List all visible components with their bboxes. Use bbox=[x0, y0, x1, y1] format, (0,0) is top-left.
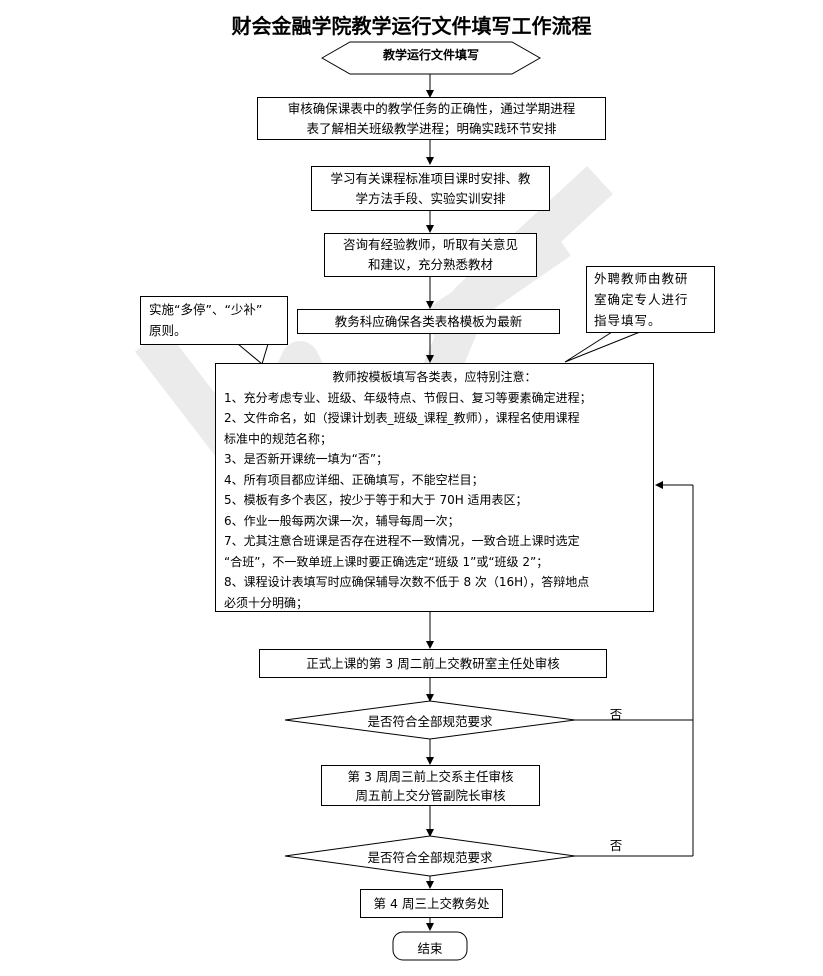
note-line: “合班”，不一致单班上课时要正确选定“班级 1”或“班级 2”； bbox=[224, 554, 549, 569]
callout-left-line2: 原则。 bbox=[149, 323, 187, 338]
note-line: 5、模板有多个表区，按少于等于和大于 70H 适用表区； bbox=[224, 493, 528, 507]
note-line: 3、是否新开课统一填为“否”； bbox=[224, 452, 389, 466]
note-line: 6、作业一般每两次课一次，辅导每周一次； bbox=[224, 513, 460, 528]
note-line: 必须十分明确； bbox=[224, 595, 309, 610]
decision-2-no-label: 否 bbox=[609, 838, 623, 853]
notes-heading: 教师按模板填写各类表，应特别注意： bbox=[332, 370, 537, 384]
decision-2-label: 是否符合全部规范要求 bbox=[367, 850, 493, 865]
callout-right-line2: 室确定专人进行 bbox=[594, 292, 689, 307]
note-line: 7、尤其注意合班课是否存在进程不一致情况，一致合班上课时选定 bbox=[224, 534, 580, 548]
note-line: 2、文件命名，如（授课计划表_班级_课程_教师），课程名使用课程 bbox=[224, 411, 580, 425]
callout-right-line1: 外聘教师由教研 bbox=[594, 271, 689, 286]
step-consult-teachers-line2: 和建议，充分熟悉教材 bbox=[367, 257, 493, 272]
callout-right-line3: 指导填写。 bbox=[594, 313, 662, 328]
step-template-update: 教务科应确保各类表格模板为最新 bbox=[297, 309, 560, 334]
step-review-schedule-line1: 审核确保课表中的教学任务的正确性，通过学期进程 bbox=[287, 101, 576, 116]
page-title: 财会金融学院教学运行文件填写工作流程 bbox=[231, 14, 592, 38]
step-study-standards-line2: 学方法手段、实验实训安排 bbox=[355, 191, 506, 206]
start-hexagon bbox=[320, 41, 542, 75]
step-submit-dean-line1: 第 3 周周三前上交系主任审核 bbox=[347, 769, 514, 784]
step-submit-dean-line2: 周五前上交分管副院长审核 bbox=[355, 788, 506, 803]
callout-left-line1: 实施“多停”、“少补” bbox=[149, 302, 263, 317]
step-study-standards-line1: 学习有关课程标准项目课时安排、教 bbox=[330, 171, 531, 186]
callout-right-note: 外聘教师由教研 室确定专人进行 指导填写。 bbox=[586, 266, 715, 333]
step-submit-section-head: 正式上课的第 3 周二前上交教研室主任处审核 bbox=[259, 649, 607, 678]
step-consult-teachers-line1: 咨询有经验教师，听取有关意见 bbox=[342, 237, 518, 252]
start-label: 教学运行文件填写 bbox=[382, 48, 479, 62]
note-line: 4、所有项目都应详细、正确填写，不能空栏目； bbox=[224, 472, 484, 487]
step-submit-dean-review: 第 3 周周三前上交系主任审核 周五前上交分管副院长审核 bbox=[321, 765, 540, 806]
step-consult-teachers: 咨询有经验教师，听取有关意见 和建议，充分熟悉教材 bbox=[324, 233, 537, 277]
decision-1-no-label: 否 bbox=[609, 707, 623, 722]
step-review-schedule-line2: 表了解相关班级教学进程；明确实践环节安排 bbox=[306, 121, 557, 136]
step-submit-academic-affairs: 第 4 周三上交教务处 bbox=[360, 889, 503, 918]
note-line: 1、充分考虑专业、班级、年级特点、节假日、复习等要素确定进程； bbox=[224, 390, 592, 405]
end-label: 结束 bbox=[417, 941, 443, 956]
decision-1-label: 是否符合全部规范要求 bbox=[367, 714, 493, 729]
note-line: 8、课程设计表填写时应确保辅导次数不低于 8 次（16H），答辩地点 bbox=[224, 575, 590, 589]
note-line: 标准中的规范名称； bbox=[224, 431, 333, 446]
step-review-schedule: 审核确保课表中的教学任务的正确性，通过学期进程 表了解相关班级教学进程；明确实践… bbox=[257, 97, 606, 140]
step-study-standards: 学习有关课程标准项目课时安排、教 学方法手段、实验实训安排 bbox=[311, 166, 550, 211]
end-terminal bbox=[392, 931, 468, 961]
step-fill-forms-notes: 教师按模板填写各类表，应特别注意： 1、充分考虑专业、班级、年级特点、节假日、复… bbox=[215, 363, 654, 612]
callout-left-note: 实施“多停”、“少补” 原则。 bbox=[140, 296, 288, 345]
